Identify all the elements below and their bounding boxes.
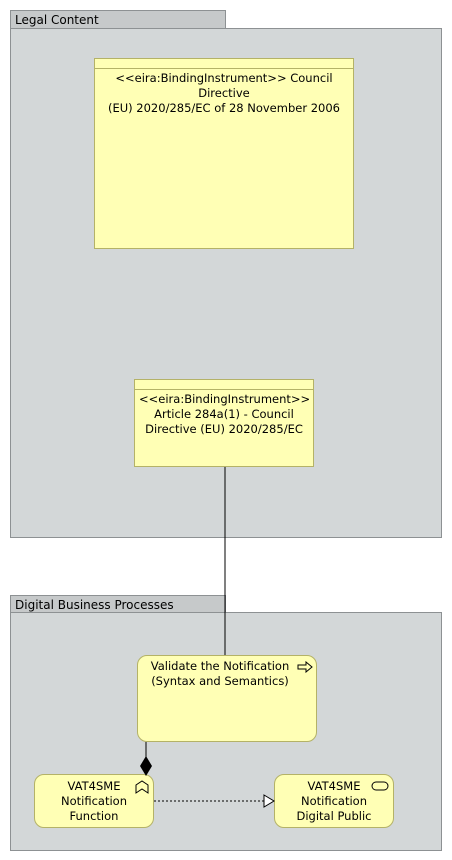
service-pill-icon <box>371 781 389 791</box>
notification-function-label: VAT4SME Notification Function <box>61 779 127 823</box>
function-chevron-icon <box>135 780 149 794</box>
article-284a-label: <<eira:BindingInstrument>> Article 284a(… <box>139 392 311 436</box>
stereotype-bar <box>135 380 313 390</box>
digital-public-element[interactable]: VAT4SME Notification Digital Public <box>274 774 394 828</box>
process-arrow-icon <box>297 661 313 673</box>
validate-notification-process[interactable]: Validate the Notification (Syntax and Se… <box>137 655 317 742</box>
council-directive-label: <<eira:BindingInstrument>> Council Direc… <box>107 71 340 115</box>
validate-notification-label: Validate the Notification (Syntax and Se… <box>150 659 290 688</box>
digital-public-label: VAT4SME Notification Digital Public <box>296 779 372 823</box>
article-284a-element[interactable]: <<eira:BindingInstrument>> Article 284a(… <box>134 379 314 467</box>
legal-content-group-label: Legal Content <box>15 13 99 27</box>
stereotype-bar <box>95 59 353 69</box>
digital-business-processes-group-tab[interactable]: Digital Business Processes <box>10 595 226 614</box>
legal-content-group-tab[interactable]: Legal Content <box>10 10 226 29</box>
council-directive-element[interactable]: <<eira:BindingInstrument>> Council Direc… <box>94 58 354 249</box>
digital-business-processes-group-label: Digital Business Processes <box>15 598 174 612</box>
notification-function-element[interactable]: VAT4SME Notification Function <box>34 774 154 828</box>
